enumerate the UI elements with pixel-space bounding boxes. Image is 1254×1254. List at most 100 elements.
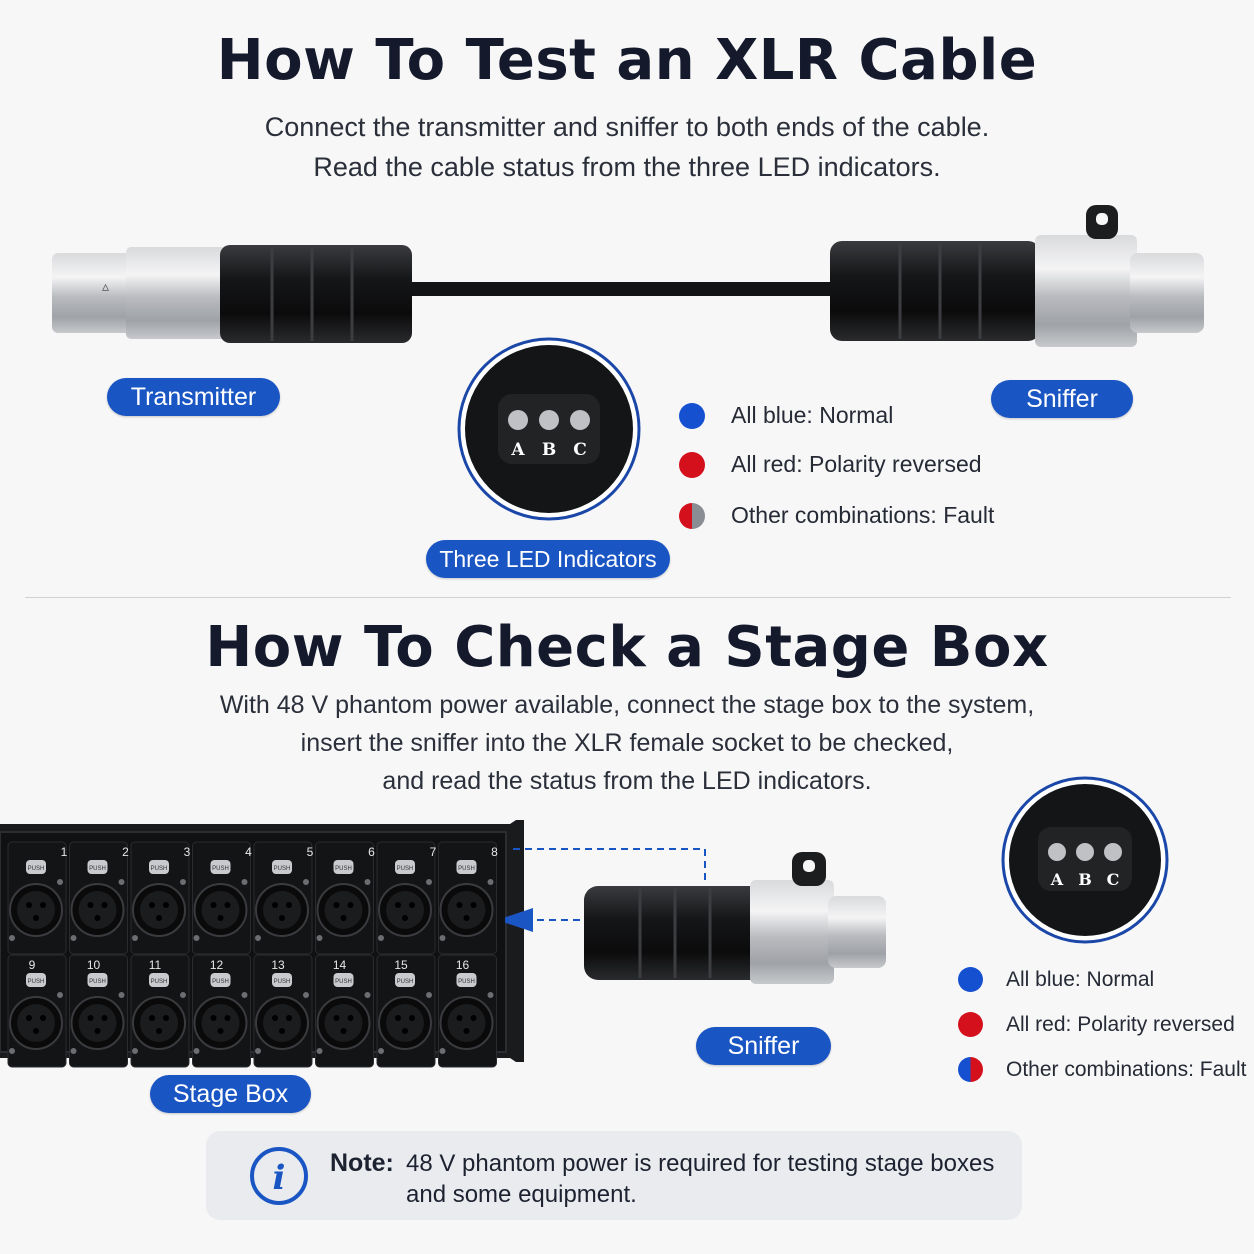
sniffer-label-2: Sniffer: [696, 1027, 831, 1065]
push-label: PUSH: [28, 866, 45, 872]
channel-number: 15: [394, 958, 408, 972]
channel-number: 8: [491, 845, 498, 859]
sniffer-connector-2: [584, 852, 886, 984]
channel-number: 14: [333, 958, 347, 972]
led-indicators-label: Three LED Indicators: [426, 540, 670, 578]
push-label: PUSH: [89, 979, 106, 985]
led-letter-b: B: [542, 440, 556, 460]
mixed-dot-icon: [958, 1057, 983, 1082]
push-label: PUSH: [397, 866, 414, 872]
push-label: PUSH: [458, 979, 475, 985]
channel-number: 11: [149, 958, 162, 972]
channel-number: 2: [122, 845, 129, 859]
cable-wire: [410, 282, 840, 296]
push-label: PUSH: [274, 866, 291, 872]
sniffer-socket-head: [1130, 253, 1204, 333]
channel-number: 16: [456, 958, 470, 972]
svg-text:i: i: [273, 1158, 286, 1198]
push-label: PUSH: [274, 979, 291, 985]
channel-number: 9: [29, 958, 36, 972]
section1-subtitle-line1: Connect the transmitter and sniffer to b…: [264, 112, 990, 142]
led-c: [570, 410, 590, 430]
channel-number: 4: [245, 845, 252, 859]
sniffer-label: Sniffer: [991, 380, 1133, 418]
channel-number: 5: [307, 845, 314, 859]
push-label: PUSH: [89, 866, 106, 872]
note-line1: 48 V phantom power is required for testi…: [406, 1150, 995, 1177]
info-icon: i: [250, 1147, 308, 1205]
led-b: [539, 410, 559, 430]
legend2-item-all-red: All red: Polarity reversed: [958, 1012, 1235, 1037]
stage-box-label: Stage Box: [150, 1075, 311, 1113]
push-label: PUSH: [212, 866, 229, 872]
push-label: PUSH: [458, 866, 475, 872]
push-label: PUSH: [212, 979, 229, 985]
channel-number: 7: [430, 845, 437, 859]
insert-arrow: [505, 848, 706, 932]
note-line2: and some equipment.: [406, 1181, 637, 1208]
section1-subtitle-line2: Read the cable status from the three LED…: [313, 152, 941, 182]
channel-number: 12: [210, 958, 224, 972]
legend-item-all-red: All red: Polarity reversed: [679, 451, 982, 478]
red-dot-icon: [679, 451, 705, 478]
note-box: [206, 1131, 1022, 1220]
transmitter-label: Transmitter: [107, 378, 280, 416]
push-label: PUSH: [151, 866, 168, 872]
push-label: PUSH: [397, 979, 414, 985]
led-letter-b-2: B: [1078, 870, 1092, 889]
led-c-2: [1104, 843, 1122, 861]
section2-title: How To Check a Stage Box: [205, 615, 1049, 680]
transmitter-pin-head: [52, 253, 132, 333]
section2-desc-line2: insert the sniffer into the XLR female s…: [300, 729, 954, 757]
blue-dot-icon: [679, 402, 705, 429]
channel-number: 13: [271, 958, 285, 972]
note-label: Note:: [330, 1149, 394, 1177]
xlr-cable-illustration: ▵: [52, 205, 1204, 347]
push-label: PUSH: [28, 979, 45, 985]
led-indicator-closeup: A B C: [457, 337, 641, 521]
stage-box-illustration: 1PUSH2PUSH3PUSH4PUSH5PUSH6PUSH7PUSH8PUSH…: [0, 820, 524, 1068]
section2-desc-line3: and read the status from the LED indicat…: [382, 767, 872, 795]
led-indicator-closeup-2: A B C: [1001, 776, 1169, 944]
channel-number: 3: [184, 845, 191, 859]
legend2-item-all-blue: All blue: Normal: [958, 967, 1154, 992]
led-letter-c: C: [573, 440, 587, 460]
transmitter-metal-shell: [126, 247, 226, 339]
led-letter-a: A: [510, 440, 525, 460]
legend-item-all-blue: All blue: Normal: [679, 402, 893, 429]
arrow-left-icon: [505, 908, 533, 932]
legend2-item-other: Other combinations: Fault: [958, 1057, 1246, 1082]
legend-item-other: Other combinations: Fault: [679, 502, 994, 529]
transmitter-boot: [220, 245, 412, 343]
channel-number: 10: [87, 958, 101, 972]
sniffer-connector: [830, 205, 1204, 347]
led-letter-c-2: C: [1107, 870, 1120, 889]
section-divider: [25, 597, 1231, 598]
sniffer-boot: [830, 241, 1040, 341]
svg-text:▵: ▵: [102, 279, 109, 295]
led-a-2: [1048, 843, 1066, 861]
channel-number: 6: [368, 845, 375, 859]
sniffer-metal-shell: [1035, 235, 1137, 347]
mixed-dot-icon: [679, 502, 705, 529]
push-label: PUSH: [151, 979, 168, 985]
transmitter-connector: ▵: [52, 245, 412, 343]
section2-desc-line1: With 48 V phantom power available, conne…: [219, 691, 1035, 719]
channel-number: 1: [61, 845, 68, 859]
led-a: [508, 410, 528, 430]
